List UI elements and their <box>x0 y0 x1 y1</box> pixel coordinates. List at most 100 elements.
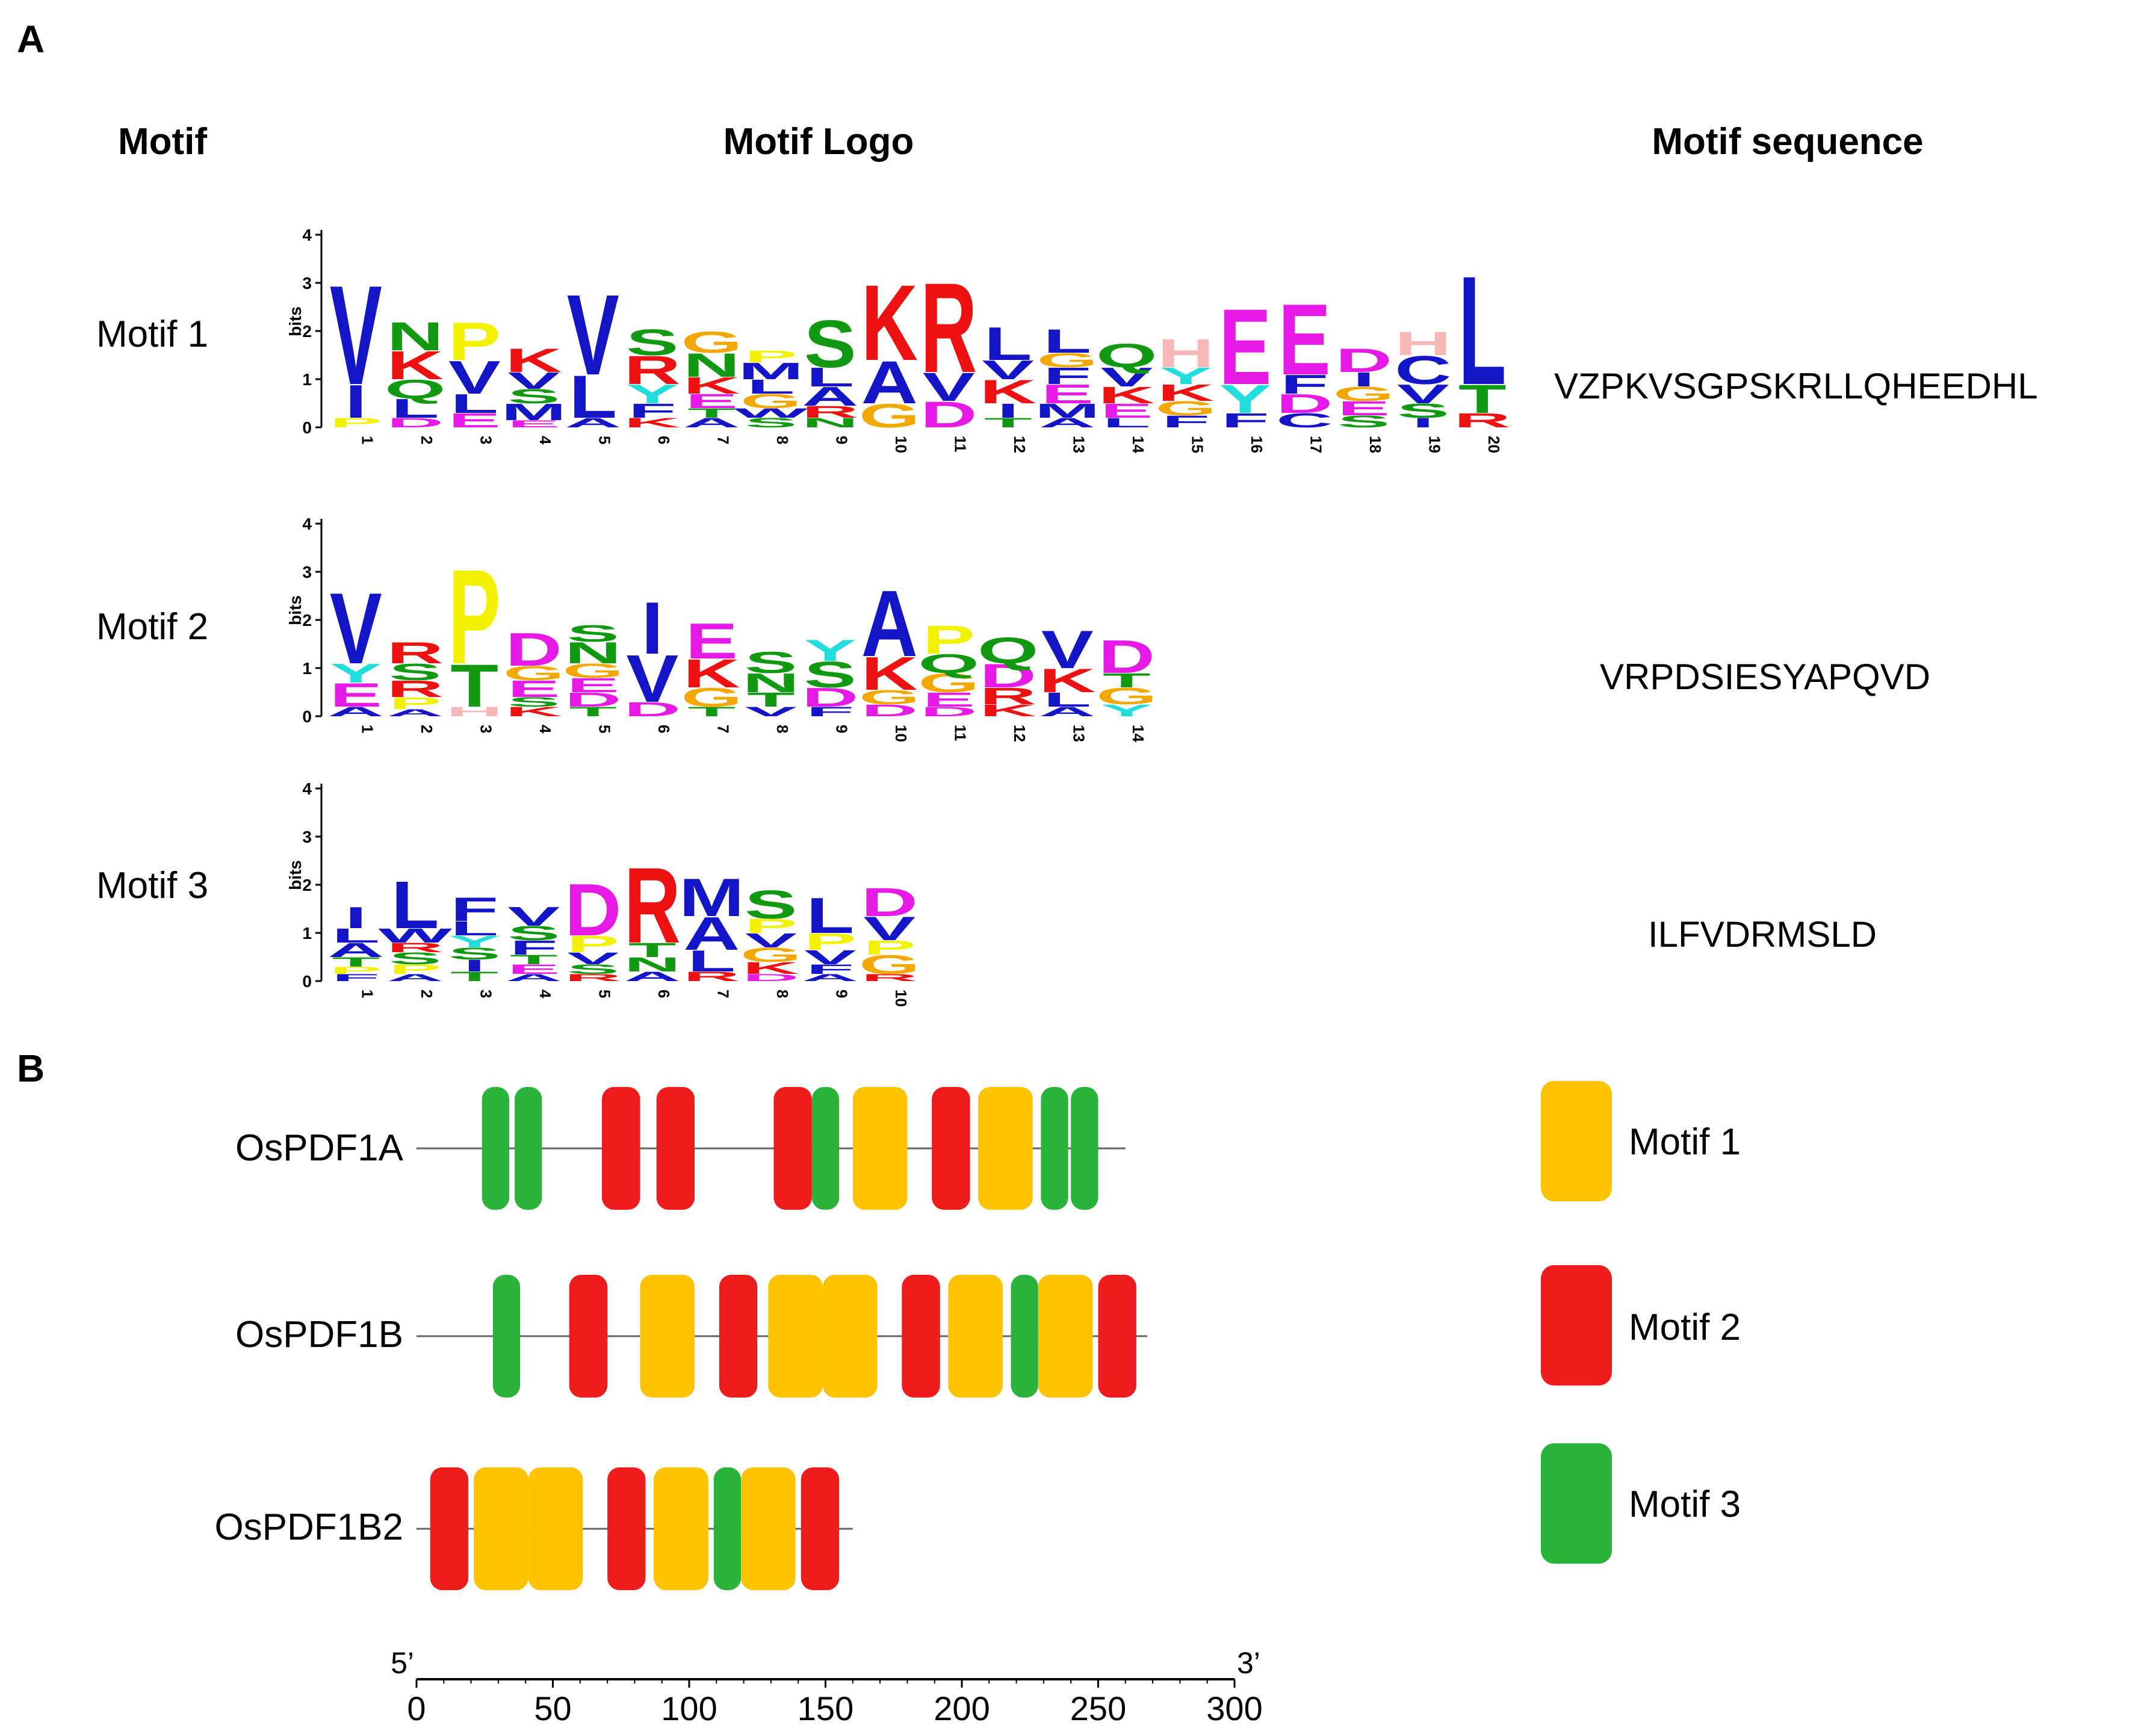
logo-letter: R <box>565 972 621 983</box>
logo-letter: V <box>507 368 560 394</box>
logo-letter-glyph: R <box>861 972 918 983</box>
logo-letter-glyph: R <box>387 676 444 702</box>
logo-letter-glyph: R <box>387 636 444 670</box>
logo-position-label: 10 <box>892 989 910 1007</box>
logo-letter-glyph: M <box>739 358 804 385</box>
logo-position-label: 12 <box>1011 725 1029 742</box>
logo-letter: S <box>448 944 501 963</box>
logo-letter-glyph: E <box>330 677 382 714</box>
motif-block-2 <box>719 1275 758 1398</box>
logo-letter-glyph: R <box>683 969 740 984</box>
logo-letter: L <box>450 917 498 940</box>
logo-position-label: 2 <box>418 989 436 998</box>
logo-letter: F <box>628 400 677 422</box>
logo-letter-glyph: W <box>378 924 452 947</box>
logo-letter: R <box>683 969 740 984</box>
logo-letter: G <box>563 660 624 682</box>
logo-letter: D <box>1098 630 1155 683</box>
logo-letter: P <box>330 415 382 430</box>
logo-position-label: 7 <box>714 725 732 733</box>
logo-letter: D <box>1336 342 1392 380</box>
logo-letter-glyph: M <box>501 399 566 426</box>
logo-letter: F <box>1221 409 1269 432</box>
logo-letter: E <box>330 677 382 714</box>
motif-block-1 <box>822 1275 878 1398</box>
logo-letter: A <box>802 972 858 983</box>
logo-letter-glyph: R <box>387 940 444 955</box>
legend-swatch-motif-2 <box>1541 1265 1612 1386</box>
logo-letter: P <box>923 617 975 662</box>
logo-letter: V <box>626 641 678 716</box>
logo-letter: G <box>740 944 801 966</box>
logo-y-tick-label: 2 <box>302 322 312 341</box>
logo-letter-glyph: G <box>681 683 742 713</box>
logo-letter-glyph: S <box>745 882 797 927</box>
logo-letter: K <box>506 342 562 380</box>
logo-letter-glyph: K <box>624 415 681 430</box>
logo-letter-glyph: L <box>687 944 736 978</box>
logo-position-label: 6 <box>655 725 673 733</box>
logo-letter: T <box>1458 376 1507 421</box>
logo-letter-glyph: T <box>628 939 677 961</box>
logo-letter-glyph: T <box>747 689 795 711</box>
logo-letter-glyph: S <box>448 944 501 963</box>
logo-letter: L <box>569 363 617 431</box>
logo-letter: T <box>450 969 498 984</box>
logo-letter-glyph: P <box>448 541 501 692</box>
logo-letter-glyph: E <box>507 676 560 702</box>
logo-letter-glyph: V <box>330 572 382 685</box>
logo-letter-glyph: V <box>507 368 560 394</box>
logo-letter: E <box>1337 397 1390 420</box>
logo-letter: F <box>510 937 558 959</box>
logo-letter: Y <box>804 634 857 667</box>
logo-letter: A <box>565 415 621 430</box>
logo-letter: D <box>624 698 681 720</box>
logo-letter-glyph: L <box>450 389 498 419</box>
logo-letter: V <box>1100 362 1153 392</box>
logo-letter-glyph: N <box>802 415 858 430</box>
logo-letter-glyph: S <box>804 654 857 695</box>
logo-letter: F <box>450 891 498 929</box>
logo-letter-glyph: K <box>683 651 740 696</box>
legend-label-motif-2: Motif 2 <box>1629 1307 1741 1348</box>
scale-tick-label: 150 <box>798 1689 853 1727</box>
logo-letter: S <box>804 306 857 382</box>
logo-letter-glyph: E <box>448 409 501 432</box>
scale-tick-label: 100 <box>661 1689 717 1727</box>
logo-letter: P <box>330 965 382 976</box>
logo-letter-glyph: R <box>624 846 681 966</box>
logo-letter: A <box>387 707 444 719</box>
logo-letter: K <box>624 415 681 430</box>
logo-position-label: 8 <box>773 725 791 733</box>
logo-letter: Y <box>1219 376 1271 421</box>
logo-y-tick-label: 4 <box>302 779 312 798</box>
logo-letter: R <box>980 683 1036 710</box>
logo-letter-glyph: E <box>507 962 560 977</box>
logo-y-tick-label: 1 <box>302 659 312 678</box>
motif-block-1 <box>978 1087 1033 1210</box>
motif-2-logo: bits01234AEYV1APRSR2HTP3KSEGD4TDEGNS5DVI… <box>286 515 1157 742</box>
logo-letter-glyph: D <box>565 689 621 711</box>
logo-letter-glyph: P <box>804 929 857 955</box>
logo-letter: E <box>507 962 560 977</box>
logo-letter: K <box>980 701 1036 720</box>
logo-letter-glyph: N <box>683 347 740 385</box>
logo-position-label: 1 <box>358 725 376 733</box>
logo-letter-glyph: W <box>734 406 808 421</box>
logo-letter-glyph: A <box>327 704 384 719</box>
logo-letter-glyph: F <box>332 972 380 983</box>
motif-block-1 <box>768 1275 823 1398</box>
logo-letter: Y <box>330 658 382 689</box>
logo-letter-glyph: L <box>332 924 380 947</box>
logo-letter: R <box>387 940 444 955</box>
logo-letter: S <box>1397 400 1449 422</box>
logo-letter-glyph: F <box>510 937 558 959</box>
motif-block-1 <box>654 1467 708 1590</box>
logo-letter-glyph: R <box>565 972 621 983</box>
logo-letter: K <box>861 647 918 700</box>
logo-letter: M <box>501 399 566 426</box>
logo-letter-glyph: V <box>982 355 1034 385</box>
logo-position-label: 6 <box>655 989 673 998</box>
logo-letter: L <box>1103 415 1151 430</box>
logo-letter-glyph: A <box>1039 415 1095 430</box>
